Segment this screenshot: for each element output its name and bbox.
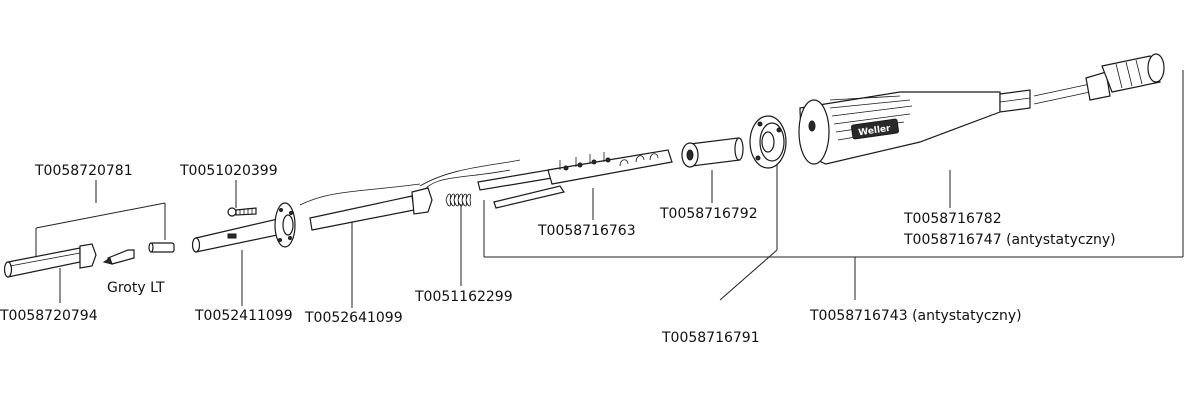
- handle-part: Weller: [798, 89, 1031, 165]
- label-heater: T0052641099: [304, 310, 403, 326]
- part-number-labels: T0058720781 T0058720794 Groty LT T005102…: [0, 163, 1116, 346]
- brand-logo-text: Weller: [858, 124, 892, 138]
- label-tip-sleeve: T0058720794: [0, 308, 98, 324]
- label-contact-carrier: T0058716763: [537, 223, 636, 239]
- contact-carrier-part: [477, 149, 673, 209]
- label-handle: T0058716782: [903, 211, 1002, 227]
- label-tips: Groty LT: [107, 280, 165, 296]
- insulator-part: [681, 137, 744, 168]
- heater-part: [299, 159, 521, 231]
- label-handle-antistatic: T0058716747 (antystatyczny): [903, 232, 1116, 248]
- label-complete-antistatic: T0058716743 (antystatyczny): [809, 308, 1022, 324]
- label-insulator: T0058716792: [659, 206, 758, 222]
- cable-connector-part: [1033, 53, 1165, 105]
- label-tip-group: T0058720781: [34, 163, 133, 179]
- tip-pin-part: [148, 242, 175, 253]
- label-screw: T0051020399: [179, 163, 278, 179]
- spring-part: [445, 193, 471, 207]
- barrel-flange-part: [191, 202, 296, 253]
- screw-part: [227, 207, 257, 217]
- label-nut: T0058716791: [661, 330, 760, 346]
- label-barrel-flange: T0052411099: [194, 308, 293, 324]
- tip-sleeve-part: [3, 243, 97, 278]
- label-spring: T0051162299: [414, 289, 513, 305]
- soldering-tip-part: [102, 249, 135, 265]
- nut-part: [749, 115, 787, 169]
